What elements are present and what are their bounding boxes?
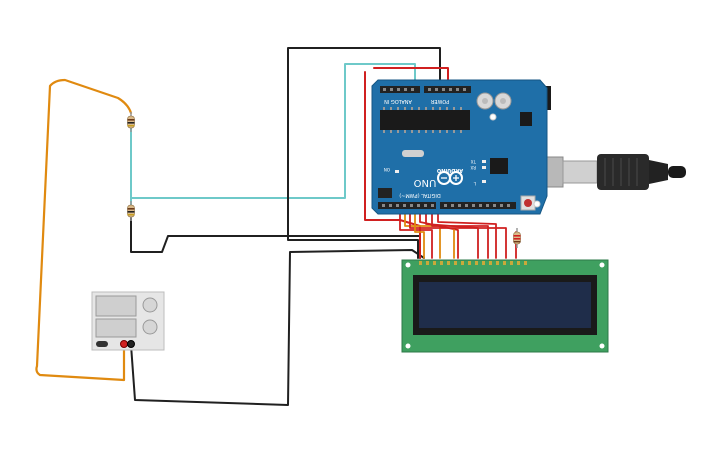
dc-power-supply[interactable] xyxy=(91,291,165,351)
tx-label: TX xyxy=(471,159,477,164)
arduino-uno-board[interactable]: POWER ANALOG IN DIGITAL (PWM~) TX RX L O… xyxy=(371,79,686,215)
arduino-brand: ARDUINO xyxy=(437,167,463,173)
wire-red-d12-rs[interactable] xyxy=(399,204,433,259)
icsp-header xyxy=(378,188,392,198)
resistor-r3[interactable] xyxy=(513,228,521,248)
analog-header[interactable] xyxy=(424,86,471,93)
led-tx xyxy=(482,160,486,163)
lcd-screen xyxy=(419,282,591,328)
wire-black-psu-to-lcd[interactable] xyxy=(130,249,425,406)
resistor-r1[interactable] xyxy=(127,112,135,132)
analog-header-label: ANALOG IN xyxy=(384,98,412,104)
atmega-chip xyxy=(380,110,470,130)
regulator xyxy=(520,112,532,126)
wire-red-backlight[interactable] xyxy=(409,204,507,259)
wire-cyan-divider-to-a0[interactable] xyxy=(130,63,416,208)
usb-cable-plug[interactable] xyxy=(597,154,686,190)
psu-current-display xyxy=(95,318,137,338)
resistor-r2[interactable] xyxy=(127,201,135,221)
psu-negative-terminal[interactable] xyxy=(127,340,135,348)
rx-label: RX xyxy=(470,165,476,170)
mount-hole xyxy=(533,200,541,208)
wire-red-d3-d6[interactable] xyxy=(431,204,489,259)
l-label: L xyxy=(473,181,476,186)
digital-header-left[interactable] xyxy=(378,202,436,209)
lcd-pin-header[interactable] xyxy=(419,261,527,265)
crystal xyxy=(402,150,424,157)
wire-orange-d11-en[interactable] xyxy=(404,204,441,259)
arduino-model: UNO xyxy=(414,177,437,188)
digital-header-label: DIGITAL (PWM~) xyxy=(399,192,441,198)
led-l xyxy=(482,180,486,183)
psu-voltage-knob[interactable] xyxy=(142,297,158,313)
arduino-infinity-logo xyxy=(437,171,463,185)
led-rx xyxy=(482,166,486,169)
wire-orange-psu-to-resistor[interactable] xyxy=(35,78,133,382)
mount-hole xyxy=(489,113,497,121)
usb-chip xyxy=(490,158,508,174)
psu-positive-terminal[interactable] xyxy=(120,340,128,348)
led-on xyxy=(395,170,399,173)
wire-orange-backlight-resistor[interactable] xyxy=(414,204,425,259)
on-label: ON xyxy=(384,167,390,172)
lcd-16x2[interactable] xyxy=(401,259,609,353)
reset-button[interactable] xyxy=(520,195,536,211)
power-header-label: POWER xyxy=(430,98,449,104)
psu-voltage-display xyxy=(95,295,137,317)
psu-current-knob[interactable] xyxy=(142,319,158,335)
digital-header-right[interactable] xyxy=(440,202,516,209)
psu-power-switch[interactable] xyxy=(96,341,108,347)
wire-black-resistor-to-gnd[interactable] xyxy=(130,217,421,259)
